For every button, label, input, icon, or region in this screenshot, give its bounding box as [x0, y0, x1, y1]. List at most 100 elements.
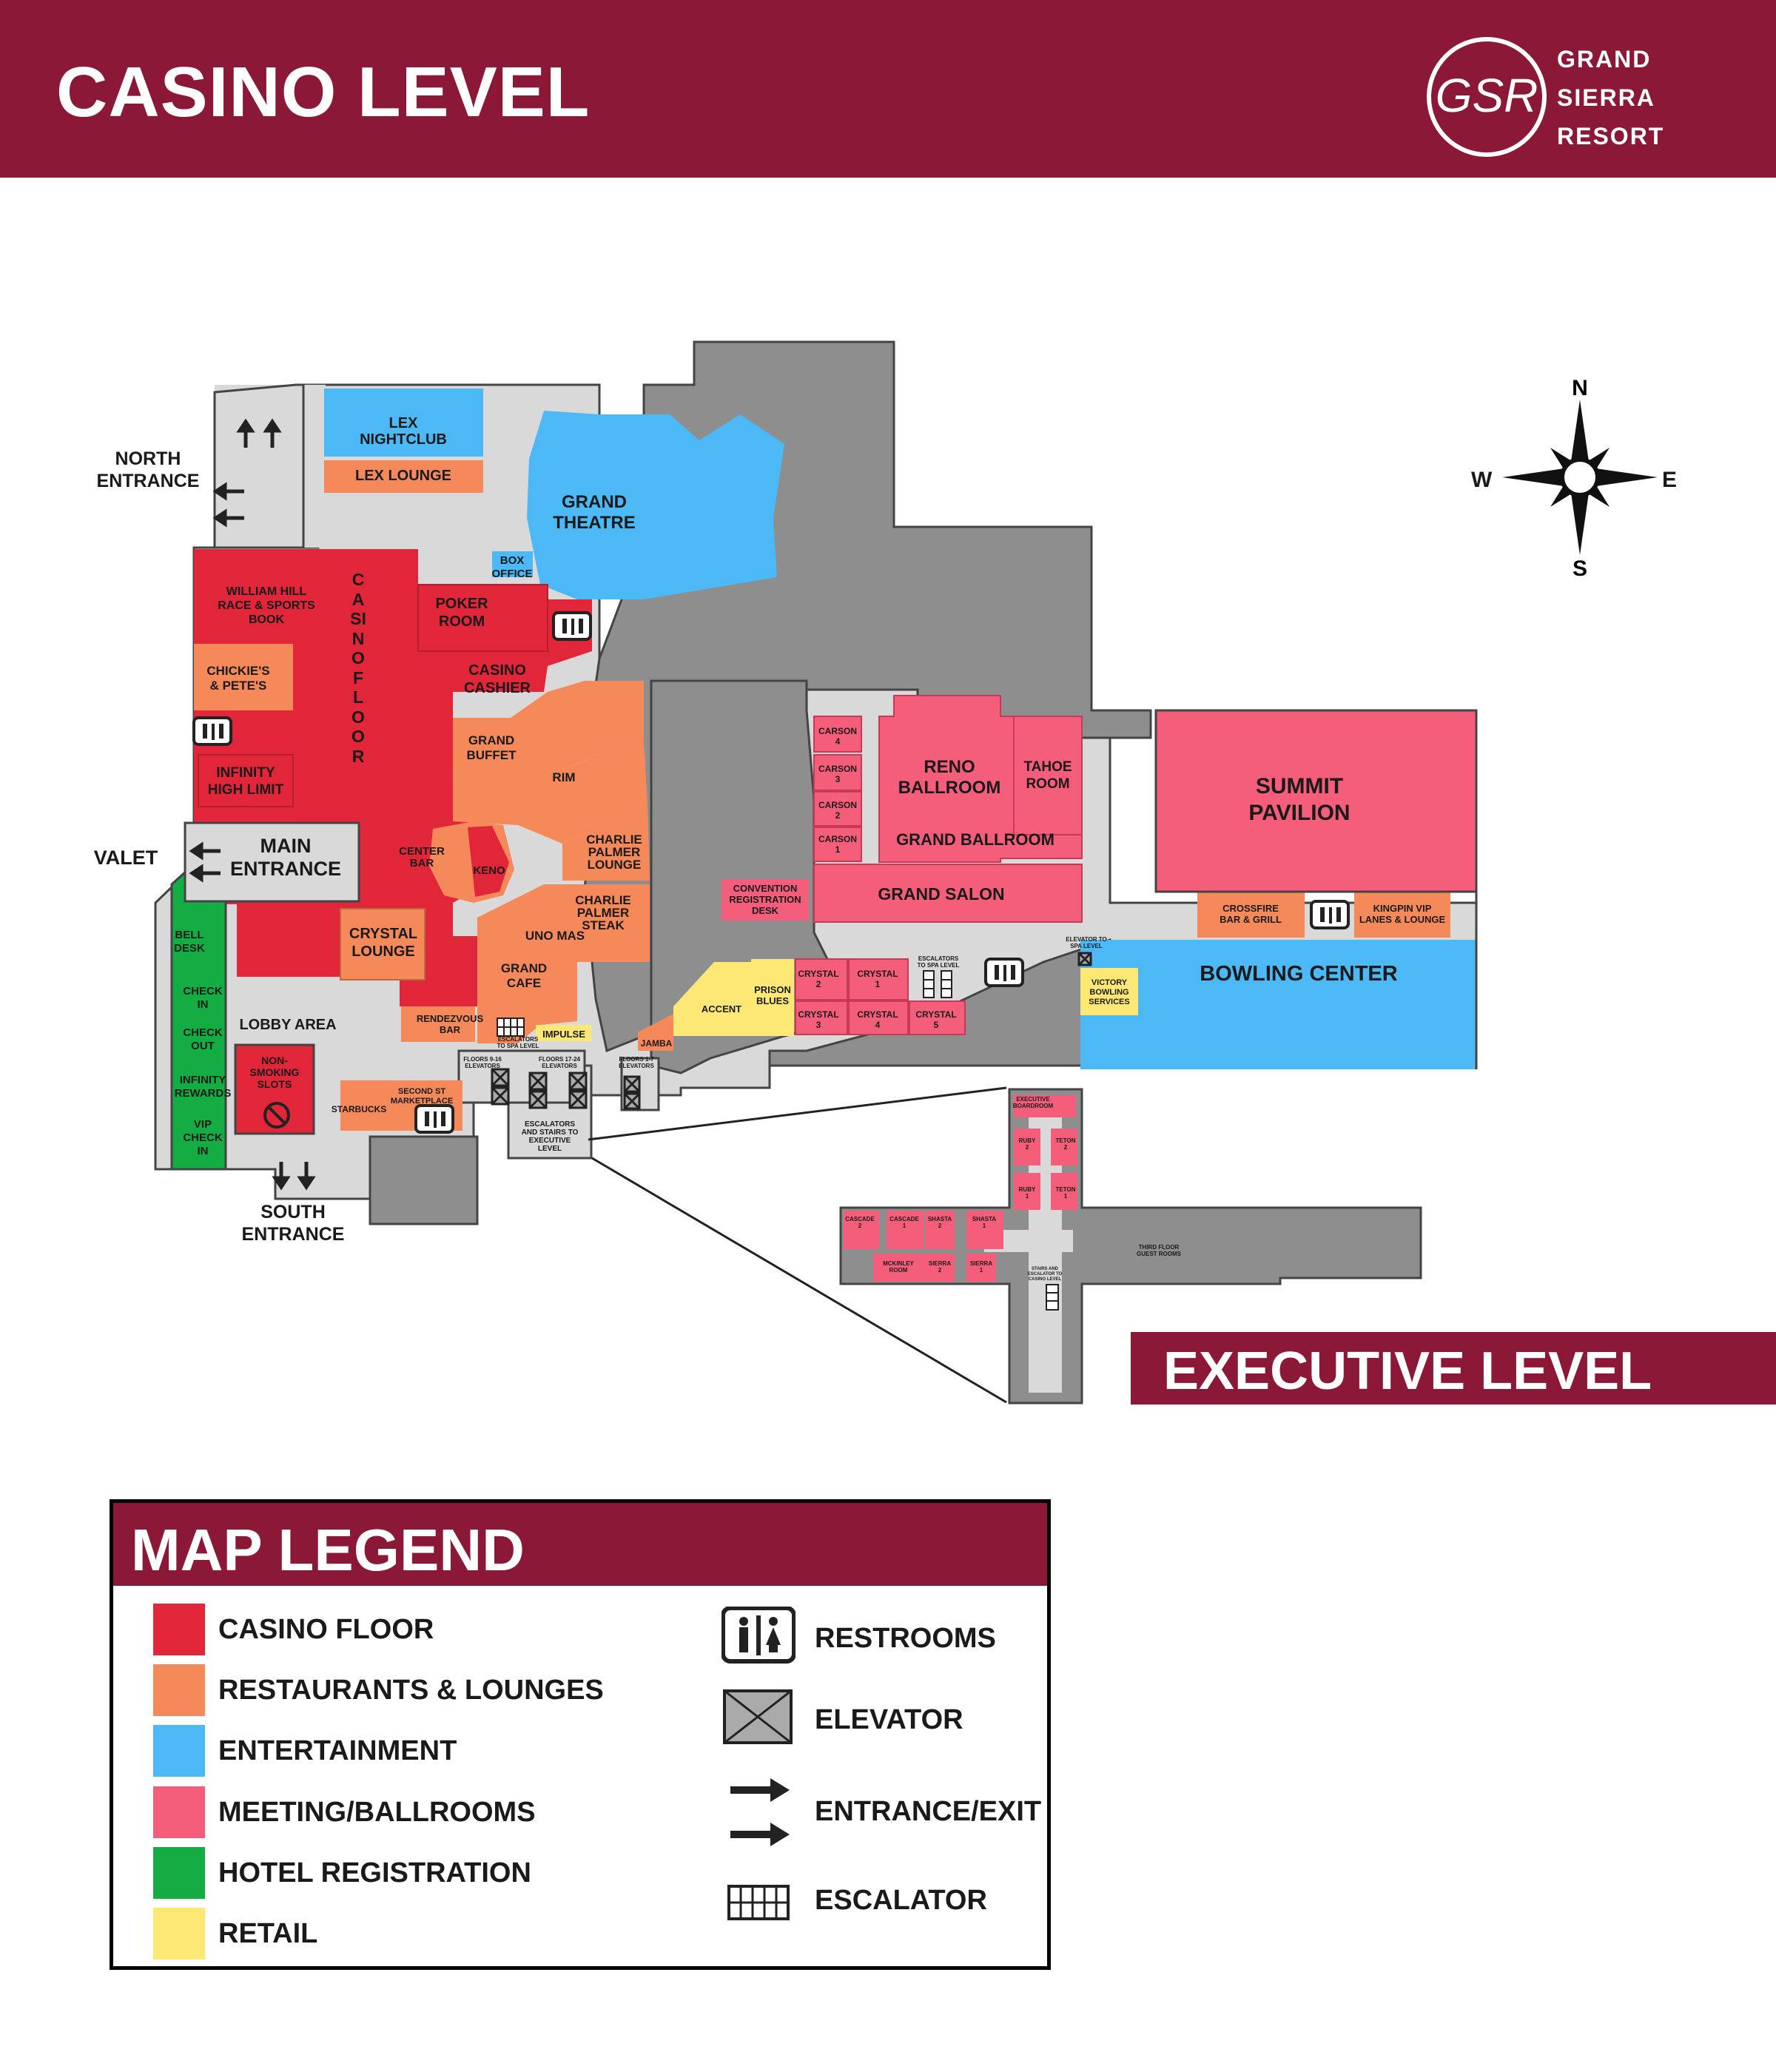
rendezvous-bar — [401, 1006, 475, 1042]
infinity-high-limit — [198, 754, 294, 807]
starbucks-label: STARBUCKS — [332, 1104, 386, 1114]
elevator-bank-area — [457, 1049, 586, 1104]
executive-level-title: EXECUTIVE LEVEL — [1163, 1342, 1652, 1401]
carson-4 — [813, 716, 862, 753]
kingpin-lounge — [1354, 892, 1450, 938]
accent-label: ACCENT — [702, 1003, 741, 1015]
rim-label: RIM — [552, 770, 575, 784]
lex-nightclub — [324, 388, 483, 457]
restroom-icon — [552, 611, 592, 641]
logo-word-resort: RESORT — [1557, 123, 1665, 149]
rim — [453, 740, 648, 844]
gsr-logo: GSR — [1427, 37, 1547, 157]
legend-label-casino: CASINO FLOOR — [218, 1614, 434, 1645]
chickies-label: CHICKIE'S& PETE'S — [206, 664, 269, 693]
north-entrance-arrows — [212, 482, 244, 528]
grand-salon-label: GRAND SALON — [878, 884, 1004, 904]
carson-3 — [813, 754, 862, 791]
keno-area — [468, 826, 509, 897]
legend-label-entrance-exit: ENTRANCE/EXIT — [815, 1796, 1042, 1827]
legend-header: MAP LEGEND — [113, 1503, 1047, 1586]
legend-label-restaurants: RESTAURANTS & LOUNGES — [218, 1675, 604, 1706]
grand-theatre — [527, 411, 784, 599]
exec-ruby-1 — [1014, 1173, 1040, 1210]
exec-mckinley — [873, 1254, 925, 1282]
exec-ruby-2 — [1014, 1128, 1040, 1166]
valet-label: VALET — [94, 847, 158, 869]
restroom-icon — [414, 1104, 454, 1134]
exec-connector-top — [588, 1086, 1007, 1141]
logo-word-grand: GRAND — [1557, 46, 1652, 73]
jamba-label: JAMBA — [641, 1038, 673, 1049]
no-smoking-icon — [263, 1102, 290, 1128]
uno-mas — [477, 884, 544, 962]
box-office — [492, 551, 533, 577]
legend-swatch-hotel — [153, 1847, 205, 1899]
escalator-icon — [1046, 1284, 1059, 1311]
lex-lounge-label: LEX LOUNGE — [355, 468, 451, 484]
executive-level-floor — [839, 1088, 1422, 1405]
prison-blues — [751, 959, 794, 1036]
tahoe-room — [1013, 716, 1083, 835]
impulse-label: IMPULSE — [542, 1029, 585, 1040]
lobby-area-label: LOBBY AREA — [239, 1017, 336, 1033]
exec-boardroom — [1014, 1095, 1076, 1117]
legend-swatch-restaurants — [153, 1664, 205, 1716]
executive-level-banner: EXECUTIVE LEVEL — [1131, 1332, 1776, 1405]
legend-label-retail: RETAIL — [218, 1918, 318, 1949]
grand-buffet — [453, 681, 644, 777]
crossfire-bar — [1197, 892, 1305, 938]
crystal-lounge — [340, 908, 426, 980]
exec-connector-bottom — [591, 1157, 1007, 1404]
north-walkway-frame — [213, 383, 305, 549]
accent-shop — [673, 962, 751, 1036]
legend-label-escalator: ESCALATOR — [815, 1885, 987, 1916]
grand-ballroom-label: GRAND BALLROOM — [896, 830, 1054, 849]
carson-1 — [813, 827, 862, 862]
compass-w: W — [1471, 468, 1493, 492]
jamba — [638, 1014, 673, 1051]
compass-rose: N S — [1502, 377, 1658, 577]
casino-floor-label: CASINO FLOOR — [350, 570, 366, 766]
north-exit-arrows — [236, 418, 282, 448]
keno-label: KENO — [473, 864, 505, 877]
convention-desk — [722, 879, 809, 921]
crystal-5 — [909, 1000, 966, 1035]
escalator-icon — [727, 1885, 790, 1920]
poker-room — [417, 584, 548, 652]
legend-label-elevator: ELEVATOR — [815, 1704, 963, 1735]
exec-teton-1 — [1051, 1173, 1077, 1210]
victory-bowling — [1080, 968, 1138, 1015]
lex-lounge — [324, 460, 483, 493]
legend-label-meeting: MEETING/BALLROOMS — [218, 1797, 536, 1828]
